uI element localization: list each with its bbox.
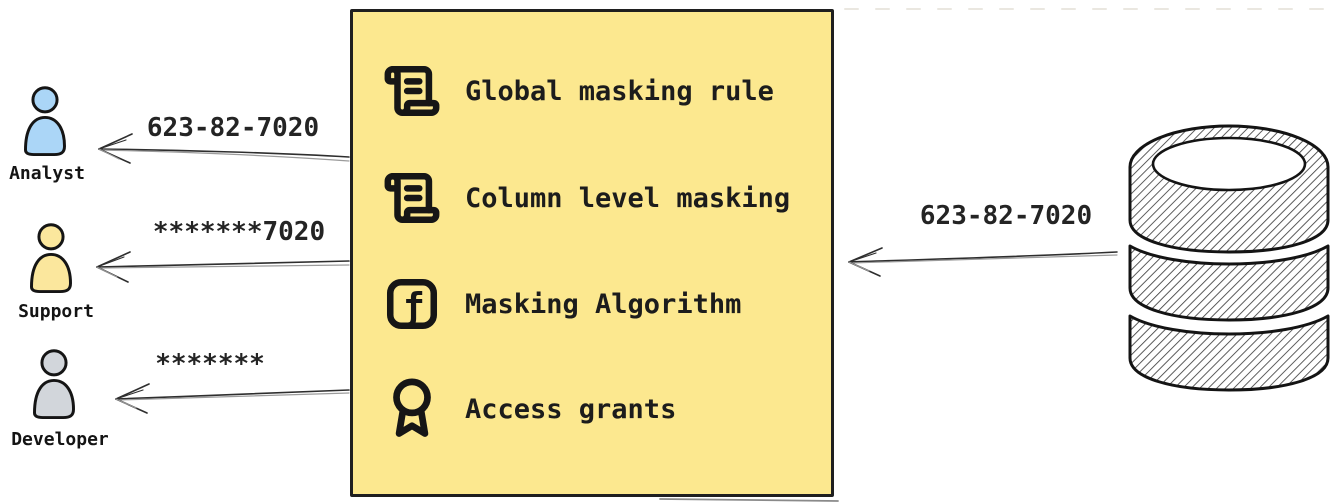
scroll-text-icon	[381, 164, 443, 232]
analyst-head	[31, 86, 59, 114]
developer-value-label: *******	[155, 349, 265, 379]
developer-head	[40, 349, 68, 377]
masking-box-item-label: Access grants	[465, 393, 677, 425]
function-square-icon: ƒ	[381, 270, 443, 338]
function-glyph: ƒ	[402, 285, 424, 328]
developer-label: Developer	[11, 429, 109, 450]
analyst-user-icon	[24, 86, 66, 157]
scroll-text-icon	[381, 57, 443, 125]
masking-box-item-global-rule: Global masking rule	[381, 57, 774, 125]
database-top-opening	[1151, 136, 1307, 192]
masking-box-item-label: Global masking rule	[465, 75, 774, 107]
masking-box-item-access-grants: Access grants	[381, 375, 676, 443]
masking-rules-box: Global masking rule Column level masking…	[350, 9, 834, 497]
database-icon	[1128, 124, 1330, 392]
masking-box-item-label: Column level masking	[465, 182, 791, 214]
developer-user-icon	[33, 349, 75, 420]
masking-box-item-label: Masking Algorithm	[465, 288, 742, 320]
masking-box-item-algorithm: ƒ Masking Algorithm	[381, 270, 741, 338]
database-value-label: 623-82-7020	[919, 201, 1093, 231]
developer-body	[33, 378, 75, 420]
support-body	[30, 252, 72, 294]
masking-box-item-column-masking: Column level masking	[381, 164, 790, 232]
arrow-database-to-box	[848, 247, 1118, 277]
award-icon	[381, 375, 443, 443]
analyst-label: Analyst	[9, 163, 85, 184]
analyst-value-label: 623-82-7020	[146, 113, 320, 143]
arrow-to-analyst	[98, 133, 350, 164]
box-sketch-underline	[659, 498, 839, 502]
analyst-body	[24, 115, 66, 157]
support-label: Support	[18, 301, 94, 322]
support-value-label: *******7020	[152, 217, 326, 247]
database-middle-section	[1128, 244, 1330, 322]
arrow-to-developer	[115, 383, 350, 414]
database-bottom-section	[1128, 314, 1330, 392]
support-head	[37, 223, 65, 251]
support-user-icon	[30, 223, 72, 294]
arrow-to-support	[96, 251, 350, 283]
